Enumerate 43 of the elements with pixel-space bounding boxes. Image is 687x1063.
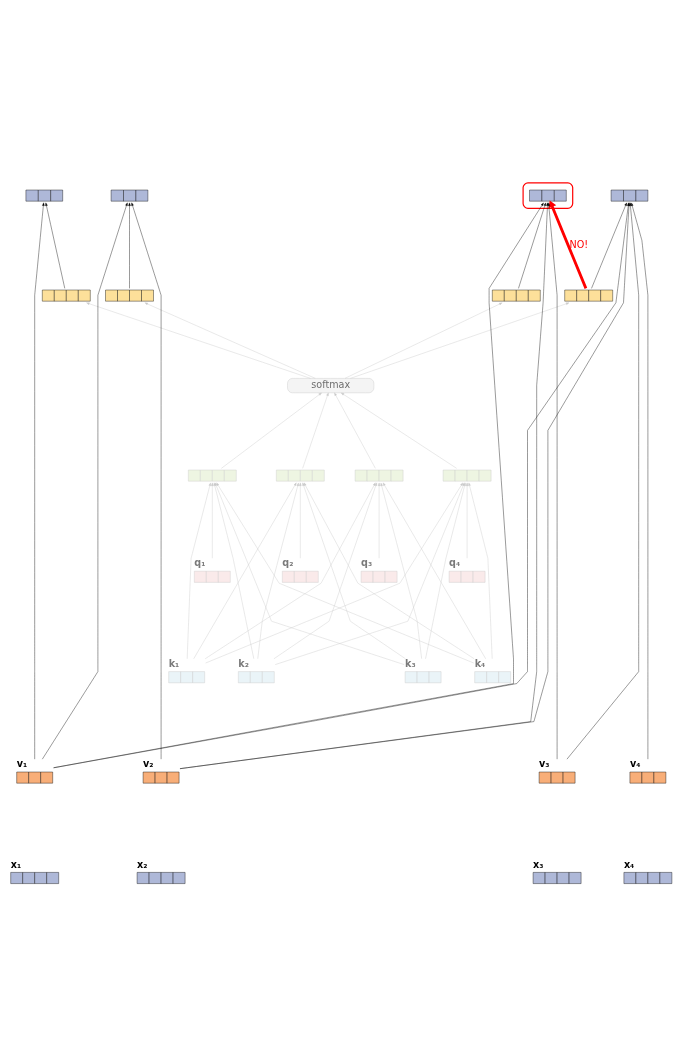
arrow: [302, 392, 329, 469]
arrow: [591, 202, 627, 289]
node-label: k₁: [168, 657, 180, 669]
arrow: [86, 302, 311, 379]
arrow: [341, 392, 457, 469]
arrow: [213, 482, 254, 659]
arrow: [631, 202, 649, 759]
arrow: [42, 202, 128, 759]
arrow: [350, 302, 570, 379]
arrow: [468, 482, 493, 659]
arrow: [34, 202, 45, 759]
node-label: k₃: [405, 657, 416, 669]
arrow: [548, 199, 588, 289]
arrow: [128, 202, 131, 289]
arrow: [302, 482, 406, 659]
node-label: x₂: [137, 858, 148, 870]
node-label: x₃: [533, 858, 544, 870]
arrow: [221, 392, 322, 469]
arrow: [518, 202, 546, 289]
node-label: v₁: [16, 757, 28, 769]
node-label: v₃: [539, 757, 550, 769]
arrow: [45, 202, 65, 289]
node-label: q₄: [449, 556, 461, 568]
arrow: [144, 302, 316, 379]
node-label: x₄: [623, 858, 635, 870]
node-label: k₄: [474, 657, 486, 669]
arrow: [334, 392, 376, 469]
arrow: [344, 302, 503, 379]
node-label: v₄: [629, 757, 641, 769]
edge-label: NO!: [569, 238, 589, 250]
arrow: [380, 482, 422, 659]
node-label: x₁: [10, 858, 22, 870]
node-label: q₁: [194, 556, 206, 568]
node-label: q₃: [361, 556, 373, 568]
arrow: [425, 482, 466, 659]
arrow: [547, 202, 558, 759]
arrow: [186, 482, 211, 659]
node-label: k₂: [238, 657, 249, 669]
node-label: q₂: [282, 556, 294, 568]
node-label: v₂: [143, 757, 154, 769]
arrow: [214, 482, 405, 665]
arrow: [131, 202, 162, 759]
arrow: [257, 482, 299, 659]
